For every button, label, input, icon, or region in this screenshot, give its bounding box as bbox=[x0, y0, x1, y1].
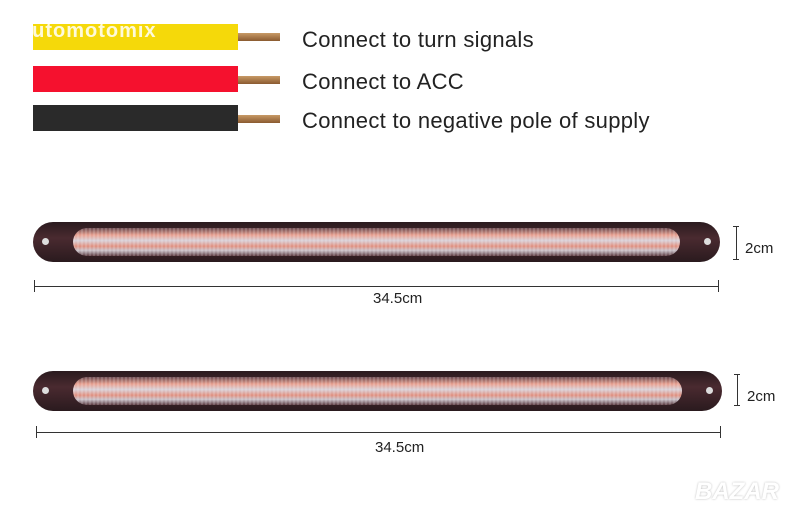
light-bar bbox=[33, 371, 722, 411]
bazar-logo: BAZAR bbox=[695, 478, 779, 505]
wire-label-turn-signals: Connect to turn signals bbox=[302, 27, 534, 52]
light-bar bbox=[33, 222, 720, 262]
wire-copper-end bbox=[238, 76, 280, 84]
dimension-tick bbox=[34, 280, 35, 292]
length-dimension-line bbox=[36, 432, 720, 433]
height-label: 2cm bbox=[745, 240, 774, 257]
wire-copper-end bbox=[238, 115, 280, 123]
length-dimension-line bbox=[34, 286, 718, 287]
wire-label-acc: Connect to ACC bbox=[302, 69, 464, 94]
length-label: 34.5cm bbox=[375, 439, 425, 456]
wire-black bbox=[33, 105, 238, 131]
wire-copper-end bbox=[238, 33, 280, 41]
height-bracket bbox=[733, 226, 739, 260]
height-label: 2cm bbox=[747, 388, 776, 405]
wire-label-negative: Connect to negative pole of supply bbox=[302, 108, 650, 133]
dimension-tick bbox=[720, 426, 721, 438]
dimension-tick bbox=[36, 426, 37, 438]
wire-red bbox=[33, 66, 238, 92]
height-bracket bbox=[734, 374, 740, 406]
watermark: automotomix bbox=[20, 20, 157, 42]
dimension-tick bbox=[718, 280, 719, 292]
length-label: 34.5cm bbox=[373, 290, 423, 307]
wire-yellow bbox=[33, 24, 238, 50]
